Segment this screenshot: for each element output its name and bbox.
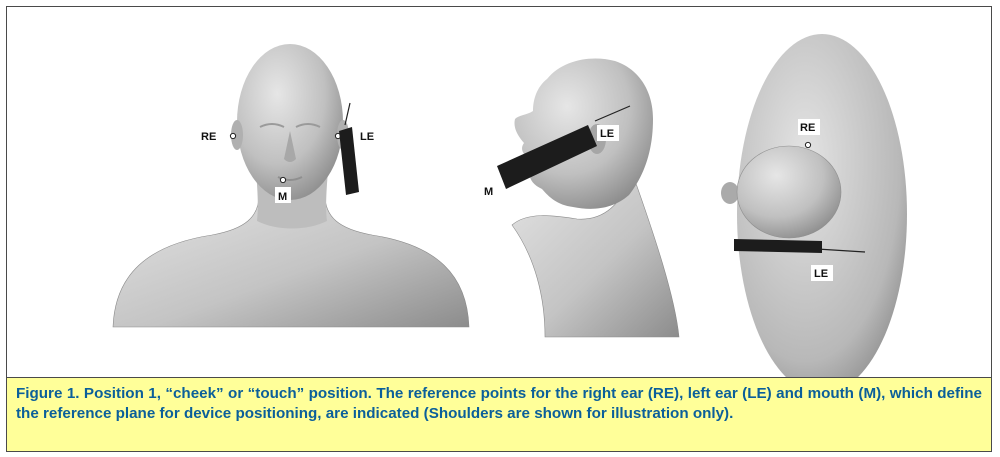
front-le-label: LE (360, 131, 374, 143)
front-device-antenna (345, 103, 350, 125)
front-re-point (230, 133, 235, 138)
top-device (734, 239, 822, 253)
top-nose (721, 182, 739, 204)
head-illustrations: RE LE M LE M (7, 7, 992, 377)
front-m-label: M (278, 191, 287, 203)
side-le-label: LE (600, 128, 614, 140)
front-view: RE LE M (113, 44, 469, 327)
side-m-label: M (484, 186, 493, 198)
top-le-label: LE (814, 268, 828, 280)
front-device (339, 127, 359, 195)
side-view: LE M (484, 58, 679, 337)
top-view: RE LE (721, 34, 907, 377)
top-re-label: RE (800, 122, 815, 134)
front-re-label: RE (201, 131, 216, 143)
figure-caption: Figure 1. Position 1, “cheek” or “touch”… (7, 377, 991, 451)
top-re-point (805, 142, 810, 147)
figure-frame: RE LE M LE M (6, 6, 992, 452)
front-head (237, 44, 343, 200)
front-m-point (280, 177, 285, 182)
top-head (737, 146, 841, 238)
